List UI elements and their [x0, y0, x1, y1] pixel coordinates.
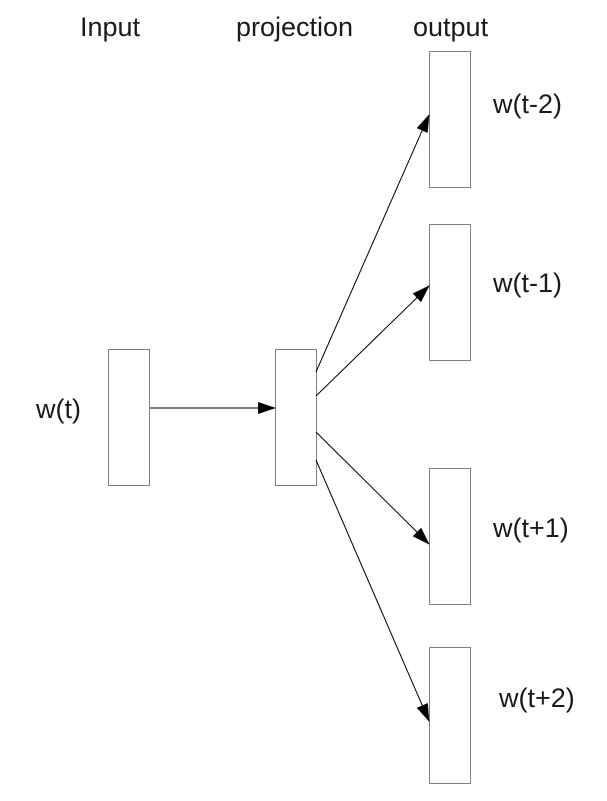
output-word-label-t-plus-1: w(t+1)	[492, 513, 569, 543]
arrow-projection-to-t-plus-1	[315, 431, 430, 545]
output-box-t-minus-1	[429, 224, 471, 361]
output-word-label-t-minus-2: w(t-2)	[492, 89, 562, 119]
output-box-t-minus-2	[429, 51, 471, 188]
projection-box	[275, 349, 317, 486]
input-box	[108, 349, 150, 486]
output-box-t-plus-1	[429, 468, 471, 605]
projection-header: projection	[236, 12, 353, 42]
output-header: output	[413, 12, 489, 42]
output-box-t-plus-2	[429, 647, 471, 784]
arrow-projection-to-t-minus-1	[315, 285, 430, 397]
input-word-label: w(t)	[35, 394, 81, 424]
output-word-label-t-plus-2: w(t+2)	[498, 683, 575, 713]
output-word-label-t-minus-1: w(t-1)	[492, 268, 562, 298]
arrow-projection-to-t-plus-2	[315, 459, 430, 722]
arrow-projection-to-t-minus-2	[315, 114, 430, 373]
input-header: Input	[80, 12, 141, 42]
